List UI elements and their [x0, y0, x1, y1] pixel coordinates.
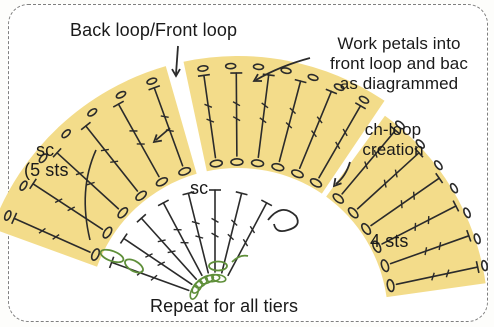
- label-petals-line3: as diagrammed: [306, 74, 492, 93]
- label-ch-loop-line2: creation: [338, 140, 448, 159]
- ch-loop-curl: [268, 210, 298, 231]
- label-repeat: Repeat for all tiers: [150, 296, 298, 316]
- label-ch-loop-line1: ch-loop: [338, 120, 448, 139]
- label-sc-5-line2: (5 sts: [24, 160, 69, 180]
- inner-stitch: [124, 238, 192, 284]
- petal-stitch-bar: [414, 192, 415, 200]
- inner-stitch: [228, 203, 266, 275]
- label-petals-line1: Work petals into: [306, 34, 492, 53]
- green-hook: [232, 256, 248, 262]
- inner-stitch-bar: [168, 251, 176, 253]
- label-back-front-loop: Back loop/Front loop: [70, 20, 237, 40]
- base-green-chain: [123, 257, 145, 276]
- label-sc-inner: sc: [190, 178, 208, 198]
- inner-stitch: [188, 193, 208, 273]
- label-petals-line2: front loop and bac: [306, 54, 492, 73]
- inner-stitch-cap: [120, 234, 127, 244]
- inner-stitch: [222, 193, 242, 273]
- arrow-back-front-loop: [176, 46, 178, 74]
- inner-stitch-bar: [158, 240, 166, 242]
- base-green-chain: [99, 247, 125, 265]
- inner-stitch-cap: [158, 200, 169, 206]
- label-4-sts: 4 sts: [370, 231, 409, 251]
- label-sc-5-line1: sc: [36, 140, 54, 160]
- petal-stitch: [236, 73, 237, 156]
- petal-stitch-bar: [401, 200, 402, 208]
- inner-stitch: [112, 262, 189, 290]
- inner-stitch-cap: [261, 200, 272, 206]
